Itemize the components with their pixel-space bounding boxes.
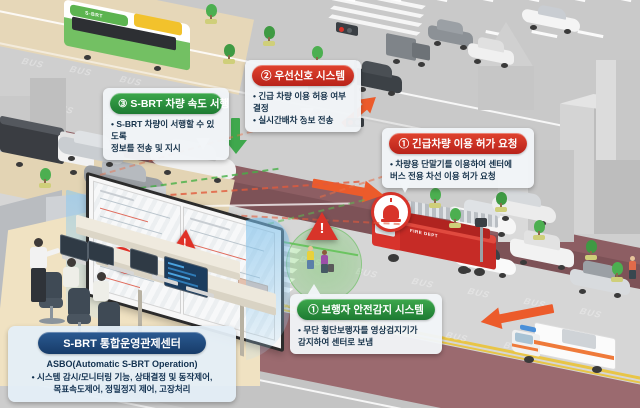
building-pyramid-base <box>478 66 534 110</box>
callout-marker: ① <box>398 138 410 150</box>
warning-triangle-icon: ! <box>306 212 338 240</box>
siren-bell-icon <box>371 192 411 232</box>
callout-marker: ③ <box>118 98 128 110</box>
callout-line: • S-BRT 차량이 서행할 수 있도록 <box>111 119 215 142</box>
callout-sbrt-slow-speed-body: • S-BRT 차량이 서행할 수 있도록 정보를 전송 및 지시 <box>103 118 229 160</box>
callout-marker: ① <box>308 304 319 316</box>
callout-priority-signal-tail <box>300 108 314 120</box>
callout-pedestrian-safety-detection-tail <box>306 284 322 297</box>
white-suv-right-3 <box>510 229 580 270</box>
control-center-subtitle: ASBO(Automatic S-BRT Operation) <box>46 359 198 369</box>
fire-truck: FIRE DEPT <box>370 196 510 286</box>
sbrt-bus-top: S-BRT <box>58 0 208 71</box>
callout-title: S-BRT 차량 속도 서행 <box>130 98 230 110</box>
callout-priority-signal-body: • 긴급 차량 이용 허용 여부 결정 • 실시간배차 정보 전송 <box>245 90 361 132</box>
callout-title: 긴급차량 이용 허가 요청 <box>412 138 518 150</box>
callout-line: 감지하여 센터로 보냄 <box>298 337 374 348</box>
callout-priority-signal-header: ② 우선신호 시스템 <box>252 65 354 86</box>
building-right-2-face <box>596 60 616 160</box>
desk-leg <box>240 305 244 357</box>
white-car-left-2 <box>150 137 242 184</box>
callout-line: • 차량용 단말기를 이용하여 센터에 <box>390 159 512 169</box>
callout-emergency-permission-request-body: • 차량용 단말기를 이용하여 센터에 버스 전용 차선 이용 허가 요청 <box>382 158 534 188</box>
black-van-top <box>352 59 408 96</box>
callout-title: 우선신호 시스템 <box>274 70 345 82</box>
ambulance <box>510 318 626 374</box>
control-center-title: S-BRT 통합운영관제센터 <box>38 332 206 354</box>
dark-car-left-3 <box>58 129 130 170</box>
callout-emergency-permission-request-tail <box>398 180 412 193</box>
callout-line: • 긴급 차량 이용 허용 여부 결정 <box>253 91 346 114</box>
callout-priority-signal[interactable]: ② 우선신호 시스템 • 긴급 차량 이용 허용 여부 결정 • 실시간배차 정… <box>245 60 361 133</box>
white-sports-car-top <box>522 4 584 34</box>
control-center-body: • 시스템 감시/모니터링 기능, 상태결정 및 동작제어, 목표속도제어, 정… <box>31 372 213 395</box>
control-center-info-box[interactable]: S-BRT 통합운영관제센터 ASBO(Automatic S-BRT Oper… <box>8 326 236 402</box>
callout-marker: ② <box>261 70 272 82</box>
callout-sbrt-slow-speed-header: ③ S-BRT 차량 속도 서행 <box>110 93 229 114</box>
bus-slow-arrow <box>222 118 250 158</box>
callout-emergency-permission-request[interactable]: ① 긴급차량 이용 허가 요청 • 차량용 단말기를 이용하여 센터에 버스 전… <box>382 128 534 189</box>
callout-pedestrian-safety-detection-header: ① 보행자 안전감지 시스템 <box>297 299 435 320</box>
white-truck-left <box>0 115 110 180</box>
gray-suv-top-2 <box>468 36 520 68</box>
callout-line: 버스 전용 차선 이용 허가 요청 <box>390 171 496 182</box>
warning-exclamation: ! <box>319 220 325 237</box>
callout-sbrt-slow-speed-tail <box>196 138 210 150</box>
callout-line: • 실시간배차 정보 전송 <box>253 115 334 126</box>
callout-pedestrian-safety-detection-body: • 무단 횡단보행자를 영상검지기가 감지하여 센터로 보냄 <box>290 324 442 354</box>
gray-suv-right-5 <box>570 259 636 298</box>
callout-line: • 무단 횡단보행자를 영상검지기가 <box>298 325 418 335</box>
callout-line: 정보를 전송 및 지시 <box>111 143 181 154</box>
gray-truck-top <box>386 32 432 67</box>
handbag <box>328 264 334 272</box>
callout-sbrt-slow-speed[interactable]: ③ S-BRT 차량 속도 서행 • S-BRT 차량이 서행할 수 있도록 정… <box>103 88 229 161</box>
callout-emergency-permission-request-header: ① 긴급차량 이용 허가 요청 <box>389 133 527 154</box>
gray-suv-top-1 <box>428 18 478 50</box>
callout-title: 보행자 안전감지 시스템 <box>321 304 424 316</box>
callout-pedestrian-safety-detection[interactable]: ① 보행자 안전감지 시스템 • 무단 횡단보행자를 영상검지기가 감지하여 센… <box>290 294 442 355</box>
